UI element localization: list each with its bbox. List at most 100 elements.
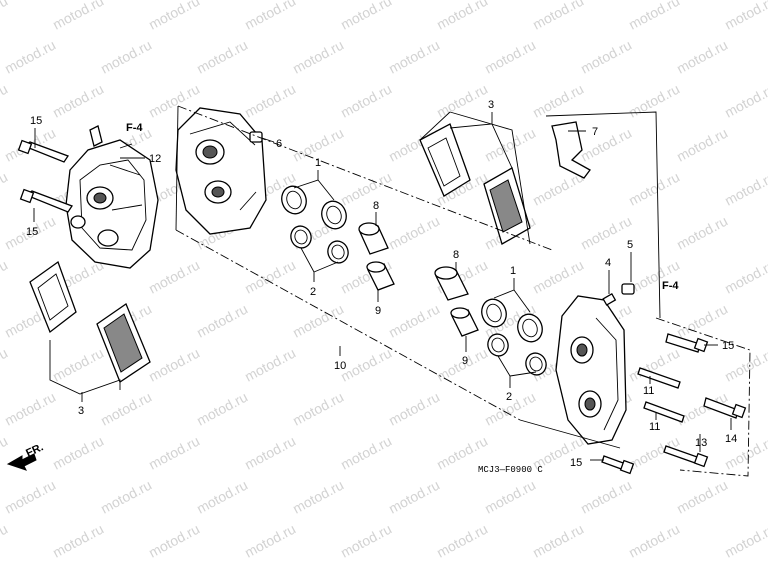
- frame-lines: [49, 105, 751, 477]
- watermark-text: motod.ru: [146, 521, 202, 561]
- center-caliper-housing: [175, 107, 267, 235]
- watermark-text: motod.ru: [50, 81, 106, 121]
- watermark-text: motod.ru: [146, 0, 202, 33]
- watermark-text: motod.ru: [722, 81, 768, 121]
- watermark-text: motod.ru: [146, 345, 202, 385]
- watermark-text: motod.ru: [338, 81, 394, 121]
- watermark-text: motod.ru: [674, 37, 730, 77]
- callout-14: 14: [725, 433, 737, 445]
- callout-8-lower: 8: [453, 249, 459, 261]
- watermark-text: motod.ru: [290, 301, 346, 341]
- left-caliper-assembly: [65, 125, 159, 269]
- watermark-text: motod.ru: [482, 37, 538, 77]
- watermark-text: motod.ru: [98, 477, 154, 517]
- callout-leaders: [33, 112, 732, 461]
- bolt-15-left-lower: [19, 188, 73, 213]
- watermark-text: motod.ru: [242, 0, 298, 33]
- upper-pistons: [358, 222, 395, 291]
- callout-15-top-left: 15: [30, 115, 42, 127]
- watermark-text: motod.ru: [338, 433, 394, 473]
- watermark-text: motod.ru: [626, 81, 682, 121]
- bleeder-4-5: [602, 283, 635, 306]
- callout-3-upper: 3: [488, 99, 494, 111]
- watermark-text: motod.ru: [530, 257, 586, 297]
- watermark-text: motod.ru: [386, 213, 442, 253]
- upper-right-brake-pads: [419, 123, 531, 245]
- watermark-text: motod.ru: [482, 125, 538, 165]
- watermark-text: motod.ru: [2, 477, 58, 517]
- watermark-text: motod.ru: [578, 37, 634, 77]
- right-caliper-housing: [555, 295, 627, 445]
- callout-15-right: 15: [722, 340, 734, 352]
- watermark-text: motod.ru: [146, 433, 202, 473]
- watermark-text: motod.ru: [722, 257, 768, 297]
- ref-f4-right: F-4: [662, 280, 679, 292]
- watermark-text: motod.ru: [338, 169, 394, 209]
- watermark-text: motod.ru: [674, 213, 730, 253]
- watermark-text: motod.ru: [146, 257, 202, 297]
- watermark-text: motod.ru: [242, 433, 298, 473]
- watermark-text: motod.ru: [50, 521, 106, 561]
- watermark-text: motod.ru: [578, 477, 634, 517]
- watermark-text: motod.ru: [578, 213, 634, 253]
- watermark-text: motod.ru: [578, 125, 634, 165]
- watermark-text: motod.ru: [0, 433, 10, 473]
- callout-5: 5: [627, 239, 633, 251]
- watermark-text: motod.ru: [98, 37, 154, 77]
- callout-6: 6: [276, 138, 282, 150]
- watermark-text: motod.ru: [290, 389, 346, 429]
- watermark-text: motod.ru: [194, 477, 250, 517]
- ref-f4-left: F-4: [126, 122, 143, 134]
- watermark-text: motod.ru: [0, 81, 10, 121]
- watermark-text: motod.ru: [722, 169, 768, 209]
- watermark-text: motod.ru: [626, 0, 682, 33]
- watermark-text: motod.ru: [338, 345, 394, 385]
- callout-10: 10: [334, 360, 346, 372]
- lower-pistons: [434, 266, 479, 337]
- watermark-text: motod.ru: [386, 37, 442, 77]
- callout-11-b: 11: [649, 421, 660, 433]
- watermark-text: motod.ru: [722, 0, 768, 33]
- front-direction-arrow-icon: [6, 453, 37, 471]
- callout-3-lower: 3: [78, 405, 84, 417]
- callout-8-upper: 8: [373, 200, 379, 212]
- callout-15-left-lower: 15: [26, 226, 38, 238]
- watermark-text: motod.ru: [386, 389, 442, 429]
- pins-and-bolts-right: [601, 333, 747, 475]
- watermark-text: motod.ru: [626, 169, 682, 209]
- callout-11-a: 11: [643, 385, 654, 397]
- watermark-text: motod.ru: [674, 125, 730, 165]
- front-marker-label: FR.: [24, 441, 45, 459]
- upper-seals: [281, 185, 349, 264]
- watermark-text: motod.ru: [2, 37, 58, 77]
- watermark-text: motod.ru: [674, 477, 730, 517]
- watermark-text: motod.ru: [386, 477, 442, 517]
- watermark-text: motod.ru: [434, 0, 490, 33]
- watermark-text: motod.ru: [530, 0, 586, 33]
- watermark-text: motod.ru: [338, 521, 394, 561]
- watermark-text: motod.ru: [434, 521, 490, 561]
- watermark-text: motod.ru: [482, 477, 538, 517]
- callout-12: 12: [149, 153, 161, 165]
- callout-2-upper: 2: [310, 286, 316, 298]
- watermark-text: motod.ru: [0, 169, 10, 209]
- diagram-code: MCJ3—F0900 C: [478, 465, 543, 475]
- watermark-text: motod.ru: [50, 345, 106, 385]
- watermark-text: motod.ru: [98, 389, 154, 429]
- callout-9-lower: 9: [462, 355, 468, 367]
- watermark-text: motod.ru: [722, 521, 768, 561]
- watermark-text: motod.ru: [242, 345, 298, 385]
- left-brake-pads: [29, 260, 151, 383]
- watermark-text: motod.ru: [194, 301, 250, 341]
- watermark-text: motod.ru: [194, 389, 250, 429]
- watermark-text: motod.ru: [674, 301, 730, 341]
- watermark-text: motod.ru: [242, 521, 298, 561]
- watermark-text: motod.ru: [0, 345, 10, 385]
- plug-6: [249, 131, 263, 143]
- watermark-text: motod.ru: [626, 521, 682, 561]
- watermark-text: motod.ru: [530, 521, 586, 561]
- callout-13: 13: [695, 437, 707, 449]
- watermark-text: motod.ru: [242, 257, 298, 297]
- watermark-text: motod.ru: [194, 37, 250, 77]
